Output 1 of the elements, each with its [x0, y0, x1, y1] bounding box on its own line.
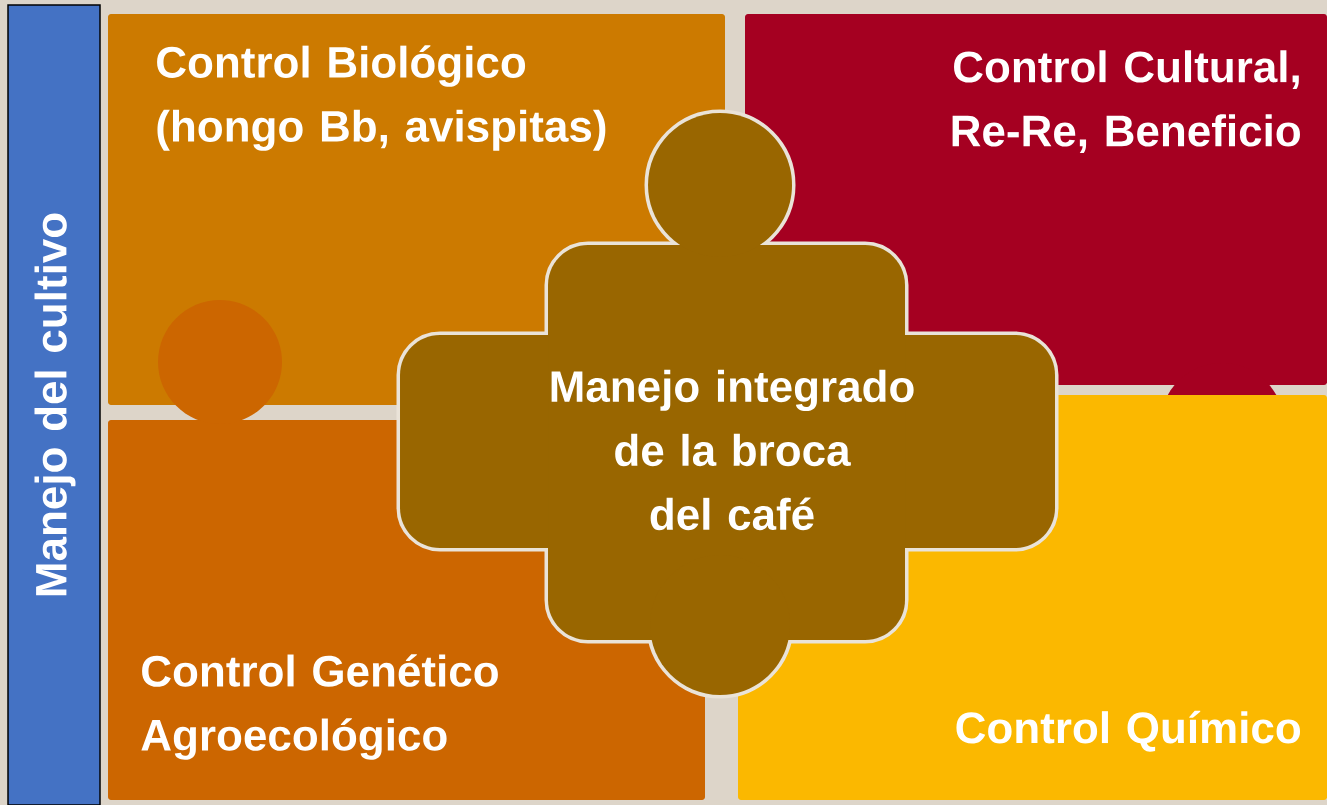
side-band: Manejo del cultivo	[7, 4, 101, 805]
